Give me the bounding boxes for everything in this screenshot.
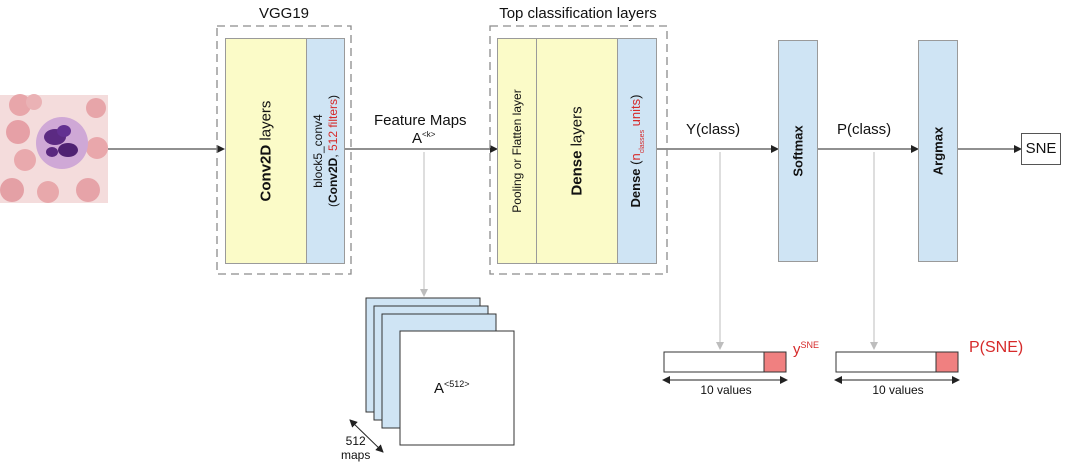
conv2d-layers-label: Conv2D layers xyxy=(257,100,275,202)
input-blood-cell-image xyxy=(0,94,108,203)
top-layers-title: Top classification layers xyxy=(499,5,657,22)
p-vector-caption: 10 values xyxy=(872,383,924,397)
dense-output-label: Dense (nclasses units) xyxy=(628,94,646,208)
softmax-label: Softmax xyxy=(790,125,806,177)
y-sne-label: ySNE xyxy=(793,340,820,358)
dense-layers-block: Dense layers xyxy=(536,38,618,264)
maps-count-label: 512 maps xyxy=(341,434,371,462)
p-vector xyxy=(835,351,959,373)
block5-conv4-block: block5_conv4 (Conv2D, 512 filters) xyxy=(306,38,345,264)
dense-layers-label: Dense layers xyxy=(568,106,586,196)
feature-maps-symbol: A<k> xyxy=(412,130,436,147)
p-sne-label: P(SNE) xyxy=(969,339,1024,356)
pooling-flatten-label: Pooling or Flatten layer xyxy=(510,89,524,213)
block5-conv4-label: block5_conv4 (Conv2D, 512 filters) xyxy=(310,94,340,208)
y-class-label: Y(class) xyxy=(686,121,741,138)
pooling-flatten-block: Pooling or Flatten layer xyxy=(497,38,537,264)
y-vector xyxy=(663,351,787,373)
softmax-block: Softmax xyxy=(778,40,818,262)
y-vector-caption: 10 values xyxy=(700,383,752,397)
vgg19-group-frame xyxy=(216,25,352,275)
conv2d-layers-block: Conv2D layers xyxy=(225,38,307,264)
argmax-label: Argmax xyxy=(930,126,946,176)
vgg19-title: VGG19 xyxy=(258,5,310,22)
feature-map-stack xyxy=(365,297,515,446)
argmax-block: Argmax xyxy=(918,40,958,262)
top-layers-group-frame xyxy=(489,25,668,275)
feature-maps-title: Feature Maps xyxy=(374,112,467,129)
maps-count-arrow xyxy=(349,419,384,453)
dense-output-block: Dense (nclasses units) xyxy=(617,38,657,264)
sne-output-box: SNE xyxy=(1021,133,1061,165)
feature-map-a512-label: A<512> xyxy=(434,379,470,397)
p-class-label: P(class) xyxy=(837,121,892,138)
